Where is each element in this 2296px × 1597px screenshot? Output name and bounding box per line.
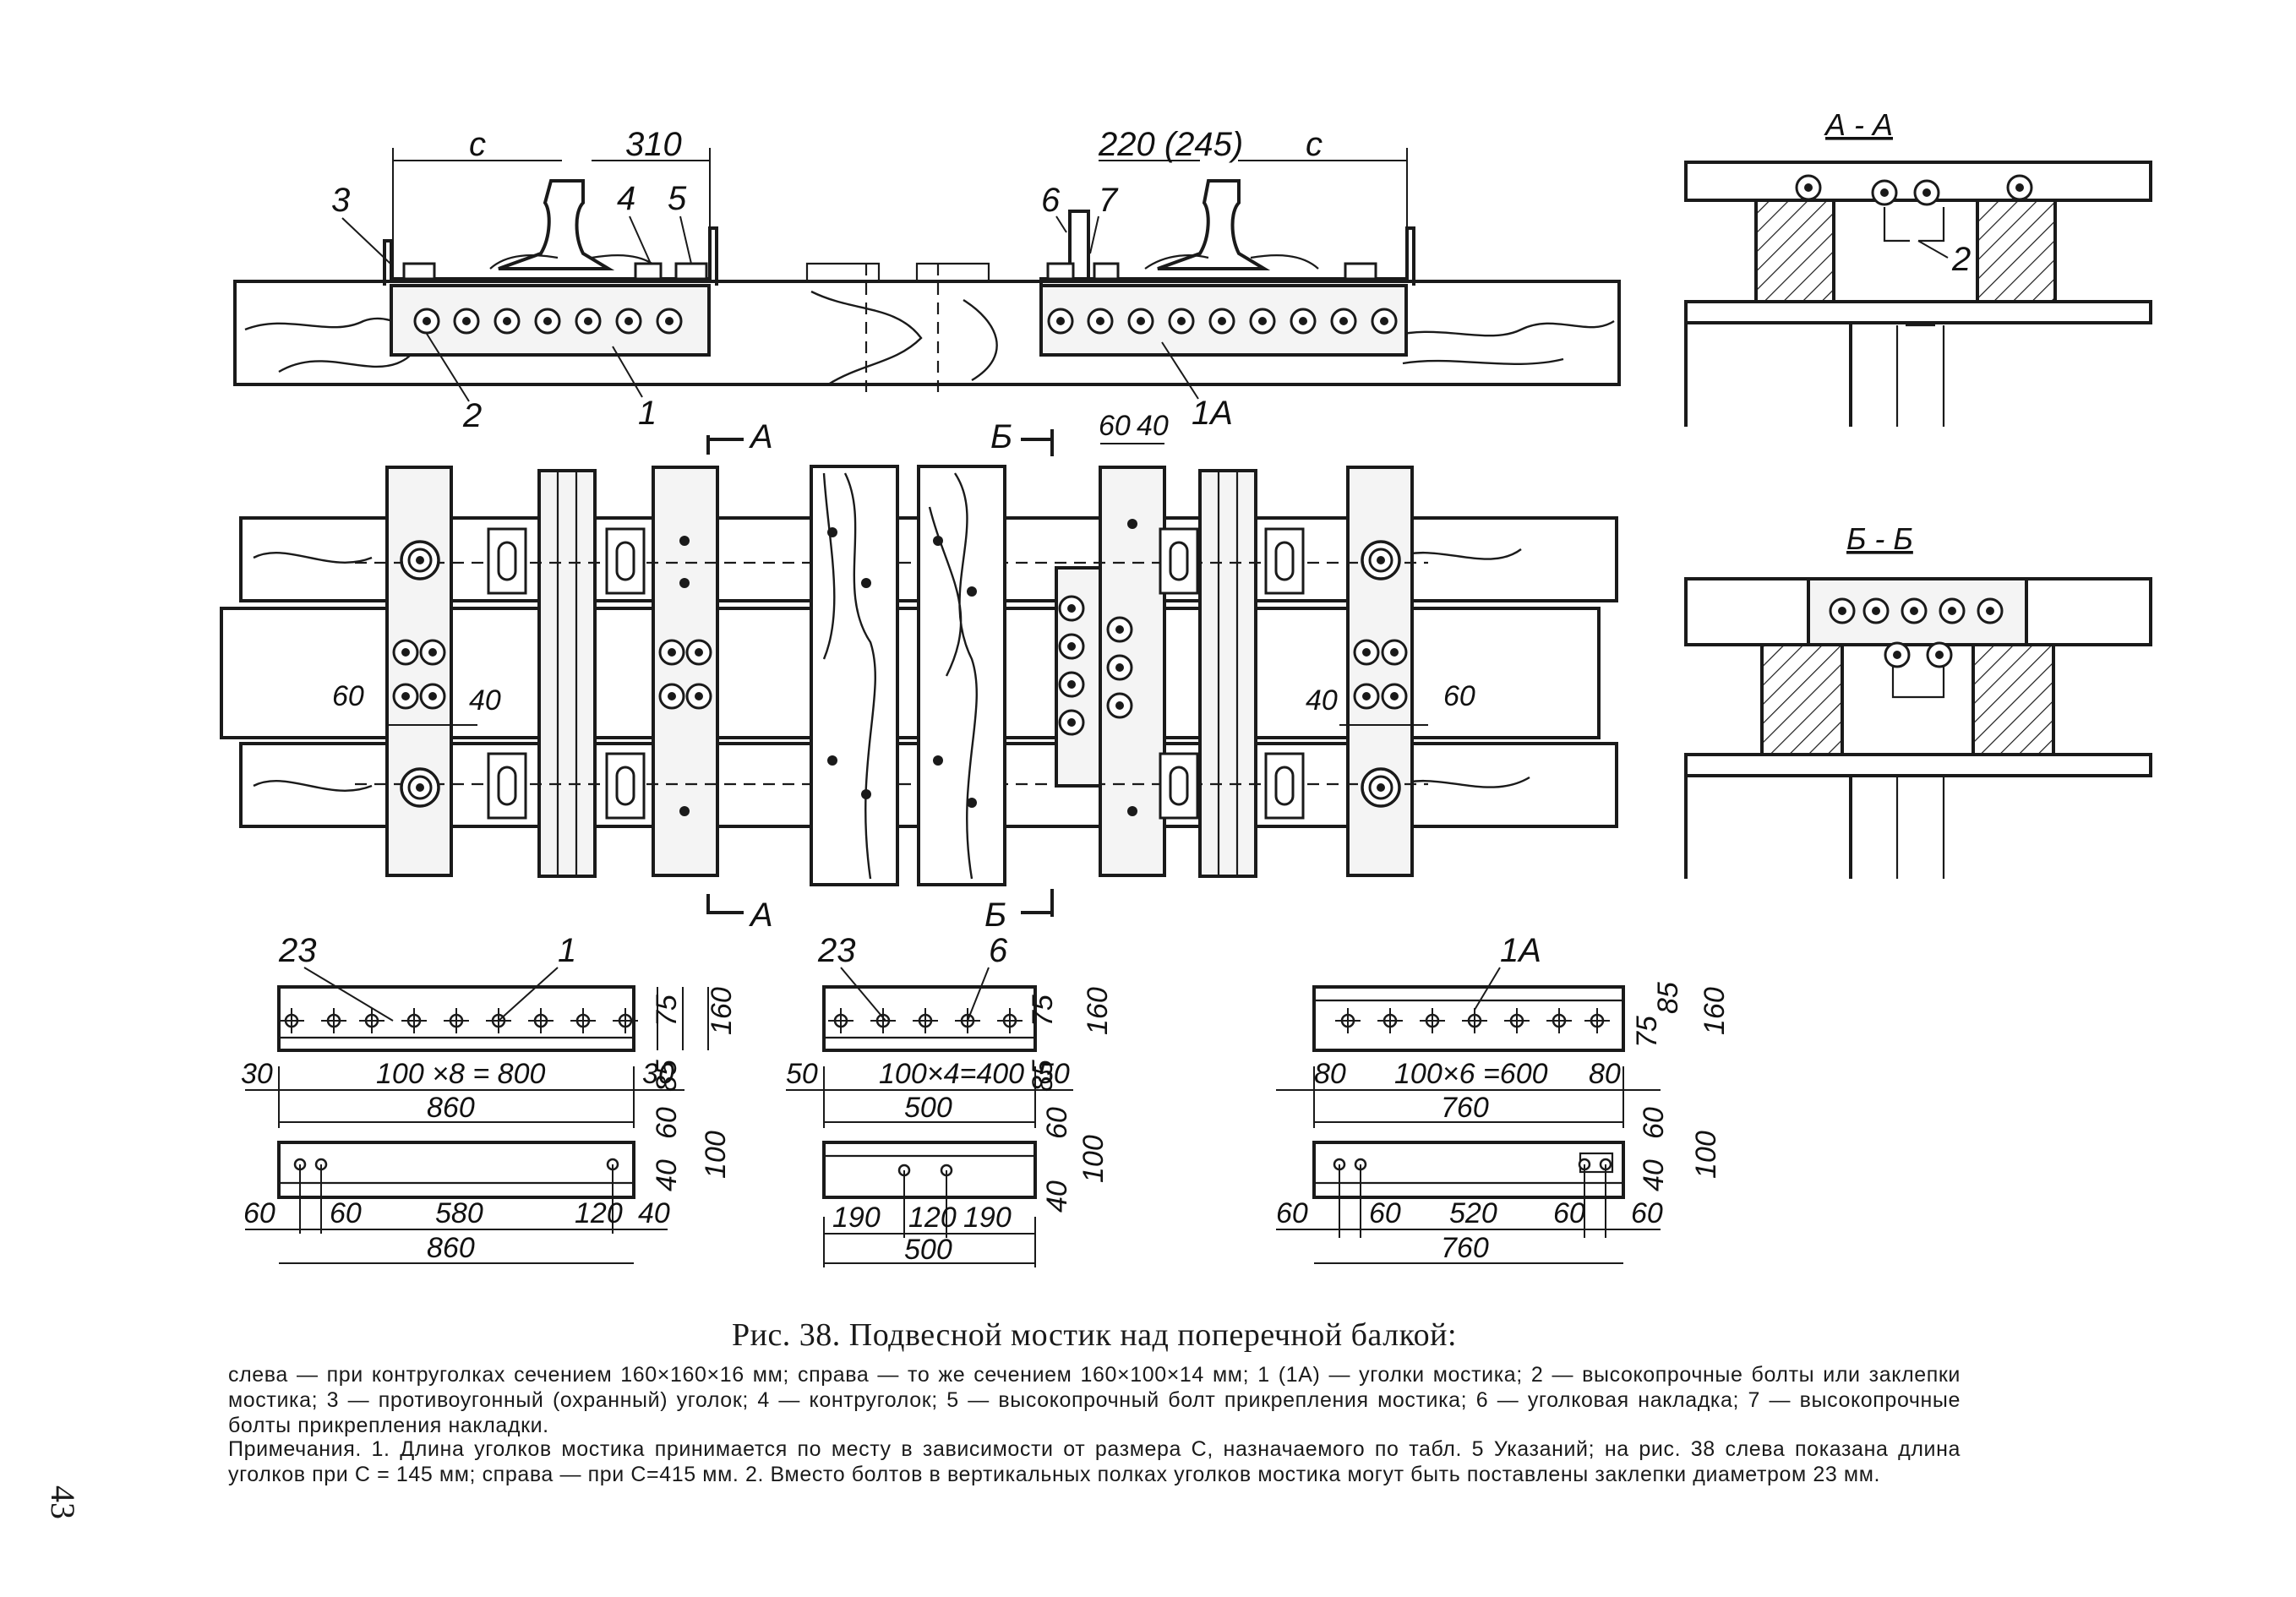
callout-2: 2 — [462, 397, 482, 434]
callout-5: 5 — [668, 180, 687, 217]
detail6-callout-23: 23 — [817, 932, 856, 969]
detail1-dim-860-top: 860 — [427, 1092, 475, 1124]
detail1-dim-580: 580 — [435, 1197, 483, 1229]
label-dim-c-left: с — [469, 126, 486, 163]
plan-view: А Б А Б 60 40 60 40 40 60 — [220, 410, 1618, 934]
section-aa-title: А - А — [1824, 107, 1893, 142]
label-dim-220: 220 (245) — [1098, 126, 1243, 163]
detail6-dim-50-right: 50 — [1038, 1058, 1070, 1090]
section-bb: Б - Б — [1684, 521, 2152, 879]
section-mark-b-bottom: Б — [984, 897, 1006, 934]
detail6-dim-160: 160 — [1082, 987, 1114, 1035]
detail6-dim-60-v: 60 — [1041, 1107, 1073, 1139]
label-dim-c-right: с — [1306, 126, 1323, 163]
detail1-dim-60-v: 60 — [651, 1107, 683, 1139]
section-mark-b-top: Б — [990, 418, 1012, 455]
detail1a-callout-1a: 1А — [1500, 932, 1541, 969]
detail1-dim-100-v: 100 — [700, 1131, 732, 1179]
detail1-dim-120: 120 — [575, 1197, 623, 1229]
detail1a-dim-760-bottom: 760 — [1441, 1232, 1489, 1264]
section-bb-title: Б - Б — [1846, 521, 1913, 556]
callout-6: 6 — [1041, 182, 1061, 219]
plan-dim-60-left: 60 — [332, 680, 364, 712]
section-mark-a-top: А — [749, 418, 773, 455]
detail1-dim-75: 75 — [651, 995, 683, 1027]
callout-7: 7 — [1099, 182, 1119, 219]
detail1a-dim-600: 100×6 =600 — [1394, 1058, 1548, 1090]
callout-1a: 1А — [1192, 395, 1233, 432]
detail6-callout-6: 6 — [989, 932, 1008, 969]
figure-caption-legend: слева — при контруголках сечением 160×16… — [228, 1363, 1961, 1437]
detail1-dim-860-bottom: 860 — [427, 1232, 475, 1264]
detail1a-dim-100-v: 100 — [1690, 1131, 1722, 1179]
detail1-dim-30-right: 30 — [642, 1058, 674, 1090]
detail1-dim-60-b: 60 — [330, 1197, 362, 1229]
detail1a-dim-40-v: 40 — [1638, 1159, 1670, 1191]
detail6-dim-190-left: 190 — [832, 1202, 881, 1234]
section-aa-callout-2: 2 — [1951, 241, 1971, 278]
callout-3: 3 — [331, 182, 350, 219]
detail1-dim-60-a: 60 — [243, 1197, 275, 1229]
detail1a-dim-60-b: 60 — [1369, 1197, 1401, 1229]
callout-4: 4 — [617, 180, 635, 217]
plan-dim-60-top: 60 — [1099, 410, 1131, 442]
detail1-dim-30-left: 30 — [241, 1058, 273, 1090]
detail1a-dim-60-a: 60 — [1276, 1197, 1308, 1229]
detail6-dim-40-v: 40 — [1041, 1180, 1073, 1213]
detail1-dim-40-v: 40 — [651, 1159, 683, 1191]
plan-dim-40-right: 40 — [1306, 684, 1338, 717]
detail1a-dim-760-top: 760 — [1441, 1092, 1489, 1124]
detail6-dim-75: 75 — [1027, 995, 1059, 1027]
label-dim-310: 310 — [625, 126, 682, 163]
detail1a-dim-80-right: 80 — [1589, 1058, 1621, 1090]
detail1-dim-800: 100 ×8 = 800 — [376, 1058, 546, 1090]
plan-dim-40-left: 40 — [469, 684, 501, 717]
elevation-view: с 310 220 (245) с 3 4 5 6 7 2 1 1А — [233, 126, 1621, 434]
detail1a-dim-60-c: 60 — [1553, 1197, 1585, 1229]
detail6-dim-500-top: 500 — [904, 1092, 952, 1124]
detail6-dim-190-right: 190 — [963, 1202, 1012, 1234]
detail-angle-1: 23 1 30 100 ×8 = 800 30 860 75 85 160 60… — [241, 932, 738, 1264]
detail1-callout-1: 1 — [558, 932, 576, 969]
detail1a-dim-60-d: 60 — [1631, 1197, 1663, 1229]
section-mark-a-bottom: А — [749, 897, 773, 934]
plan-dim-40-top: 40 — [1137, 410, 1169, 442]
detail1a-dim-60-v: 60 — [1638, 1107, 1670, 1139]
detail1a-dim-520: 520 — [1449, 1197, 1497, 1229]
detail1-dim-85: 85 — [651, 1060, 683, 1092]
figure-caption-notes: Примечания. 1. Длина уголков мостика при… — [228, 1437, 1961, 1486]
detail6-dim-50-left: 50 — [786, 1058, 818, 1090]
detail1a-dim-160: 160 — [1699, 987, 1731, 1035]
section-aa: А - А 2 — [1684, 107, 2152, 427]
detail1a-dim-75: 75 — [1631, 1016, 1663, 1048]
page-number: 43 — [44, 1485, 82, 1519]
detail1a-dim-80-left: 80 — [1314, 1058, 1346, 1090]
detail6-dim-120: 120 — [908, 1202, 957, 1234]
plan-dim-60-right: 60 — [1443, 680, 1475, 712]
detail1a-dim-85: 85 — [1652, 982, 1684, 1014]
detail6-dim-500-bottom: 500 — [904, 1234, 952, 1266]
detail-angle-6: 23 6 50 100×4=400 50 500 75 85 160 190 1… — [786, 932, 1114, 1267]
figure-caption-title: Рис. 38. Подвесной мостик над поперечной… — [731, 1317, 1458, 1353]
detail6-dim-85: 85 — [1027, 1060, 1059, 1092]
detail1-dim-160: 160 — [706, 987, 738, 1035]
detail6-dim-100-v: 100 — [1077, 1135, 1110, 1183]
callout-1: 1 — [638, 395, 657, 432]
detail1-callout-23: 23 — [278, 932, 317, 969]
detail-angle-1a: 1А 80 100×6 =600 80 760 75 85 160 60 60 … — [1276, 932, 1731, 1264]
detail1-dim-40: 40 — [638, 1197, 670, 1229]
detail6-dim-400: 100×4=400 — [879, 1058, 1024, 1090]
